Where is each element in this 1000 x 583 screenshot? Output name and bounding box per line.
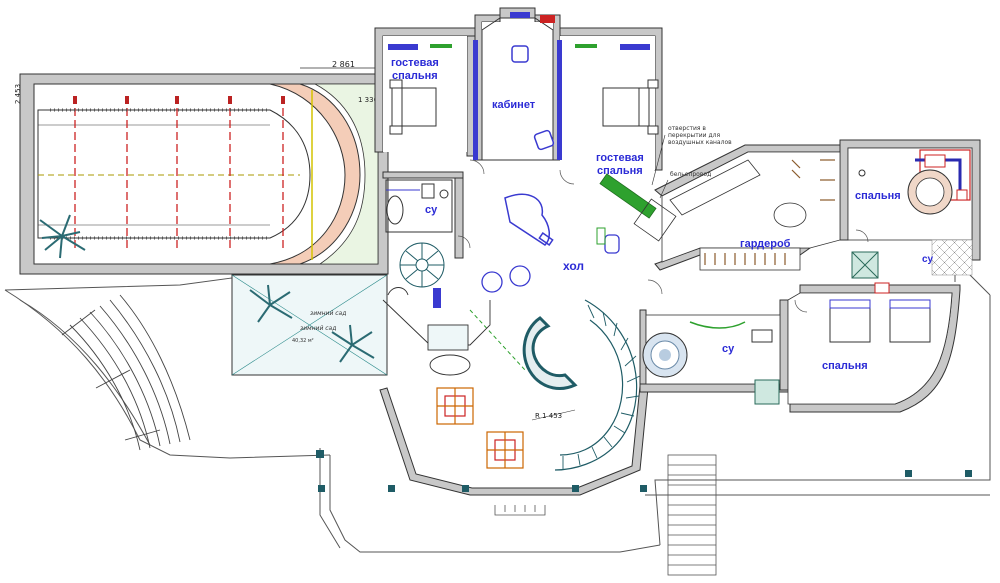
dimension-pool-width: 2 861 bbox=[332, 60, 355, 69]
main-staircase bbox=[554, 299, 641, 471]
shower-icon bbox=[851, 251, 879, 279]
hall-left-zone bbox=[382, 287, 491, 376]
round-bed-icon bbox=[907, 149, 971, 215]
guest-bed-left-icon bbox=[389, 79, 437, 135]
curved-sofa-icon bbox=[522, 316, 578, 390]
door-swings bbox=[457, 159, 869, 313]
room-label-bedroom-upper: спальня bbox=[855, 190, 901, 202]
front-door bbox=[494, 505, 546, 516]
study-room bbox=[473, 12, 562, 161]
note-floor-openings: отверстия в перекрытии для воздушных кан… bbox=[668, 125, 732, 146]
lower-bedroom-beds-icon bbox=[829, 282, 931, 343]
garden-palm-icon bbox=[249, 284, 375, 363]
room-label-guest-bedroom-left-line1: гостевая bbox=[391, 57, 439, 69]
room-label-guest-bedroom-right-line2: спальня bbox=[597, 165, 643, 177]
wardrobe-interior bbox=[599, 159, 835, 271]
room-label-bathroom-left: су bbox=[425, 204, 438, 216]
terrace-outlines bbox=[4, 258, 991, 553]
room-label-bathroom-right: су bbox=[922, 254, 934, 265]
plant-stand bbox=[596, 227, 606, 245]
study-chair-icon bbox=[511, 45, 555, 151]
entry-steps bbox=[667, 454, 717, 576]
room-label-hall: хол bbox=[563, 259, 584, 273]
room-label-guest-bedroom-right-line1: гостевая bbox=[596, 152, 644, 164]
note-leaders bbox=[651, 134, 669, 199]
bathroom-right-tiles bbox=[931, 239, 973, 276]
bathroom-left bbox=[385, 179, 453, 233]
room-label-study: кабинет bbox=[492, 99, 536, 111]
room-label-guest-bedroom-left-line2: спальня bbox=[392, 70, 438, 82]
spiral-staircase-small bbox=[399, 242, 445, 288]
room-label-bathroom-center: су bbox=[722, 343, 735, 355]
light-fixture bbox=[858, 169, 866, 177]
guest-bed-right-icon bbox=[602, 79, 659, 135]
palm-plant-icon bbox=[39, 214, 86, 259]
radiator-left bbox=[430, 44, 452, 48]
guide-line bbox=[469, 309, 526, 371]
winter-garden-label-1: зимний сад bbox=[310, 310, 346, 317]
winter-garden-area: 40,32 м² bbox=[292, 338, 314, 344]
room-label-wardrobe: гардероб bbox=[740, 238, 791, 250]
radiator-right bbox=[575, 44, 597, 48]
dimension-pool-side: 2 453 bbox=[14, 84, 22, 104]
amphitheatre-steps bbox=[61, 294, 191, 451]
radius-line bbox=[531, 409, 576, 421]
closet-left bbox=[388, 44, 418, 50]
winter-garden: зимний сад зимний сад 40,32 м² bbox=[231, 274, 388, 376]
room-label-bedroom-lower: спальня bbox=[822, 360, 868, 372]
grand-piano-icon bbox=[504, 193, 554, 246]
shower-tray bbox=[754, 379, 780, 405]
dimension-small: 1 336 bbox=[358, 96, 379, 104]
note-laundry-chute: бельепровод bbox=[670, 171, 711, 178]
jacuzzi-icon bbox=[642, 321, 773, 378]
right-wing-floors bbox=[645, 147, 973, 405]
winter-garden-label-2: зимний сад bbox=[300, 325, 336, 332]
entrance-posts bbox=[316, 450, 972, 492]
closet-right bbox=[620, 44, 650, 50]
dining-table-icon bbox=[436, 387, 524, 469]
